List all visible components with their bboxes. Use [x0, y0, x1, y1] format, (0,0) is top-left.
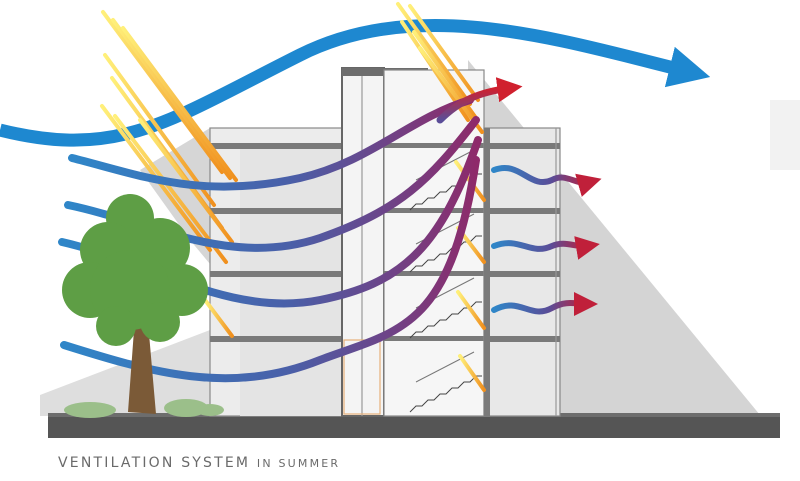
- airflow-right-2: [491, 236, 600, 260]
- tree: [62, 194, 208, 414]
- diagram-caption: VENTILATION SYSTEM IN SUMMER: [58, 455, 340, 471]
- airflow-right-1: [491, 165, 602, 197]
- airflow-floor-4: [68, 96, 474, 191]
- shrubs: [64, 399, 224, 418]
- airflow-right-3: [491, 291, 598, 316]
- caption-sub: IN SUMMER: [256, 457, 341, 470]
- ground-slab: [48, 416, 780, 438]
- wind-arrow: [0, 19, 711, 147]
- stack-exhaust: [436, 77, 523, 124]
- caption-main: VENTILATION SYSTEM: [58, 455, 251, 471]
- sun-rays: [100, 2, 486, 392]
